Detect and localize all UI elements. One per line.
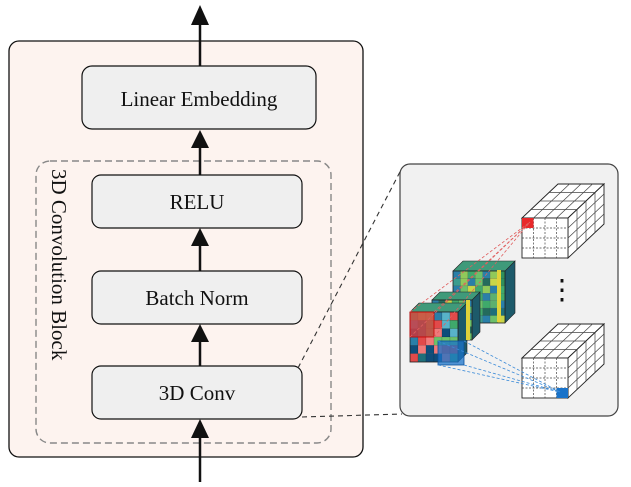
input-arrow-head	[191, 419, 209, 438]
arrow-relu-to-linear-head	[191, 130, 209, 148]
textured-voxel	[433, 311, 443, 321]
textured-voxel	[482, 285, 491, 294]
blue-projection-line	[437, 340, 561, 393]
relu-label: RELU	[170, 190, 225, 214]
blue-kernel-region	[437, 340, 465, 366]
cube-grid-line	[567, 213, 605, 249]
conv3d-label: 3D Conv	[159, 381, 236, 405]
relu-layer: RELU	[91, 174, 303, 229]
arrow-conv-to-bn-head	[191, 324, 209, 342]
textured-voxel	[489, 315, 498, 324]
blue-projection-line	[463, 364, 561, 393]
textured-voxel	[482, 293, 491, 301]
textured-voxel	[441, 311, 451, 321]
conv-block-label: 3D Convolution Block	[47, 169, 71, 361]
textured-voxel	[449, 320, 459, 329]
convolution-illustration	[409, 182, 606, 400]
textured-voxel	[417, 345, 427, 354]
blue-projection-line	[463, 340, 561, 393]
textured-voxel	[460, 270, 469, 279]
linear-embedding-label: Linear Embedding	[121, 87, 278, 111]
textured-voxel	[425, 336, 435, 346]
textured-voxel	[409, 336, 419, 346]
conv3d-layer: 3D Conv	[91, 365, 303, 420]
textured-voxel	[452, 278, 461, 287]
textured-voxel	[489, 278, 498, 287]
textured-voxel	[417, 353, 427, 363]
blue-projection-line	[437, 364, 561, 393]
arrow-bn-to-relu-head	[191, 228, 209, 246]
textured-voxel	[475, 270, 483, 279]
zoom-line-top	[297, 167, 403, 369]
textured-voxel	[482, 278, 491, 287]
textured-voxel	[482, 300, 491, 309]
cube-grid-line	[556, 323, 593, 359]
textured-top-face	[431, 291, 481, 301]
red-output-voxel	[522, 218, 534, 228]
linear-embedding-layer: Linear Embedding	[81, 65, 317, 130]
textured-voxel	[475, 278, 483, 287]
batch-norm-label: Batch Norm	[145, 286, 248, 310]
textured-voxel	[482, 307, 491, 316]
red-projection-line	[409, 221, 531, 338]
textured-voxel	[449, 328, 459, 338]
yellow-stripe	[466, 300, 470, 340]
textured-voxel	[489, 293, 498, 301]
textured-voxel	[489, 270, 498, 279]
batch-norm-layer: Batch Norm	[91, 270, 303, 325]
textured-voxel	[417, 336, 427, 346]
textured-voxel	[489, 307, 498, 316]
textured-voxel	[409, 345, 419, 354]
blue-output-voxel	[556, 388, 568, 398]
textured-voxel	[425, 345, 435, 354]
textured-voxel	[441, 320, 451, 329]
textured-voxel	[425, 353, 435, 363]
ellipsis-mark: ⋮	[548, 275, 576, 306]
output-arrow-head	[191, 5, 209, 25]
cube-grid-line	[556, 183, 593, 219]
textured-side-face	[504, 260, 516, 324]
textured-voxel	[489, 300, 498, 309]
model-panel	[8, 40, 364, 458]
red-projection-line	[409, 221, 531, 313]
textured-voxel	[482, 315, 491, 324]
yellow-stripe	[497, 270, 501, 322]
textured-voxel	[460, 278, 469, 287]
textured-voxel	[409, 353, 419, 363]
zoom-line-bottom	[301, 413, 403, 418]
textured-voxel	[433, 320, 443, 329]
conv-block-outline	[35, 160, 332, 444]
textured-voxel	[441, 328, 451, 338]
red-projection-line	[433, 221, 531, 313]
textured-voxel	[489, 285, 498, 294]
cube-grid-line	[567, 353, 605, 389]
